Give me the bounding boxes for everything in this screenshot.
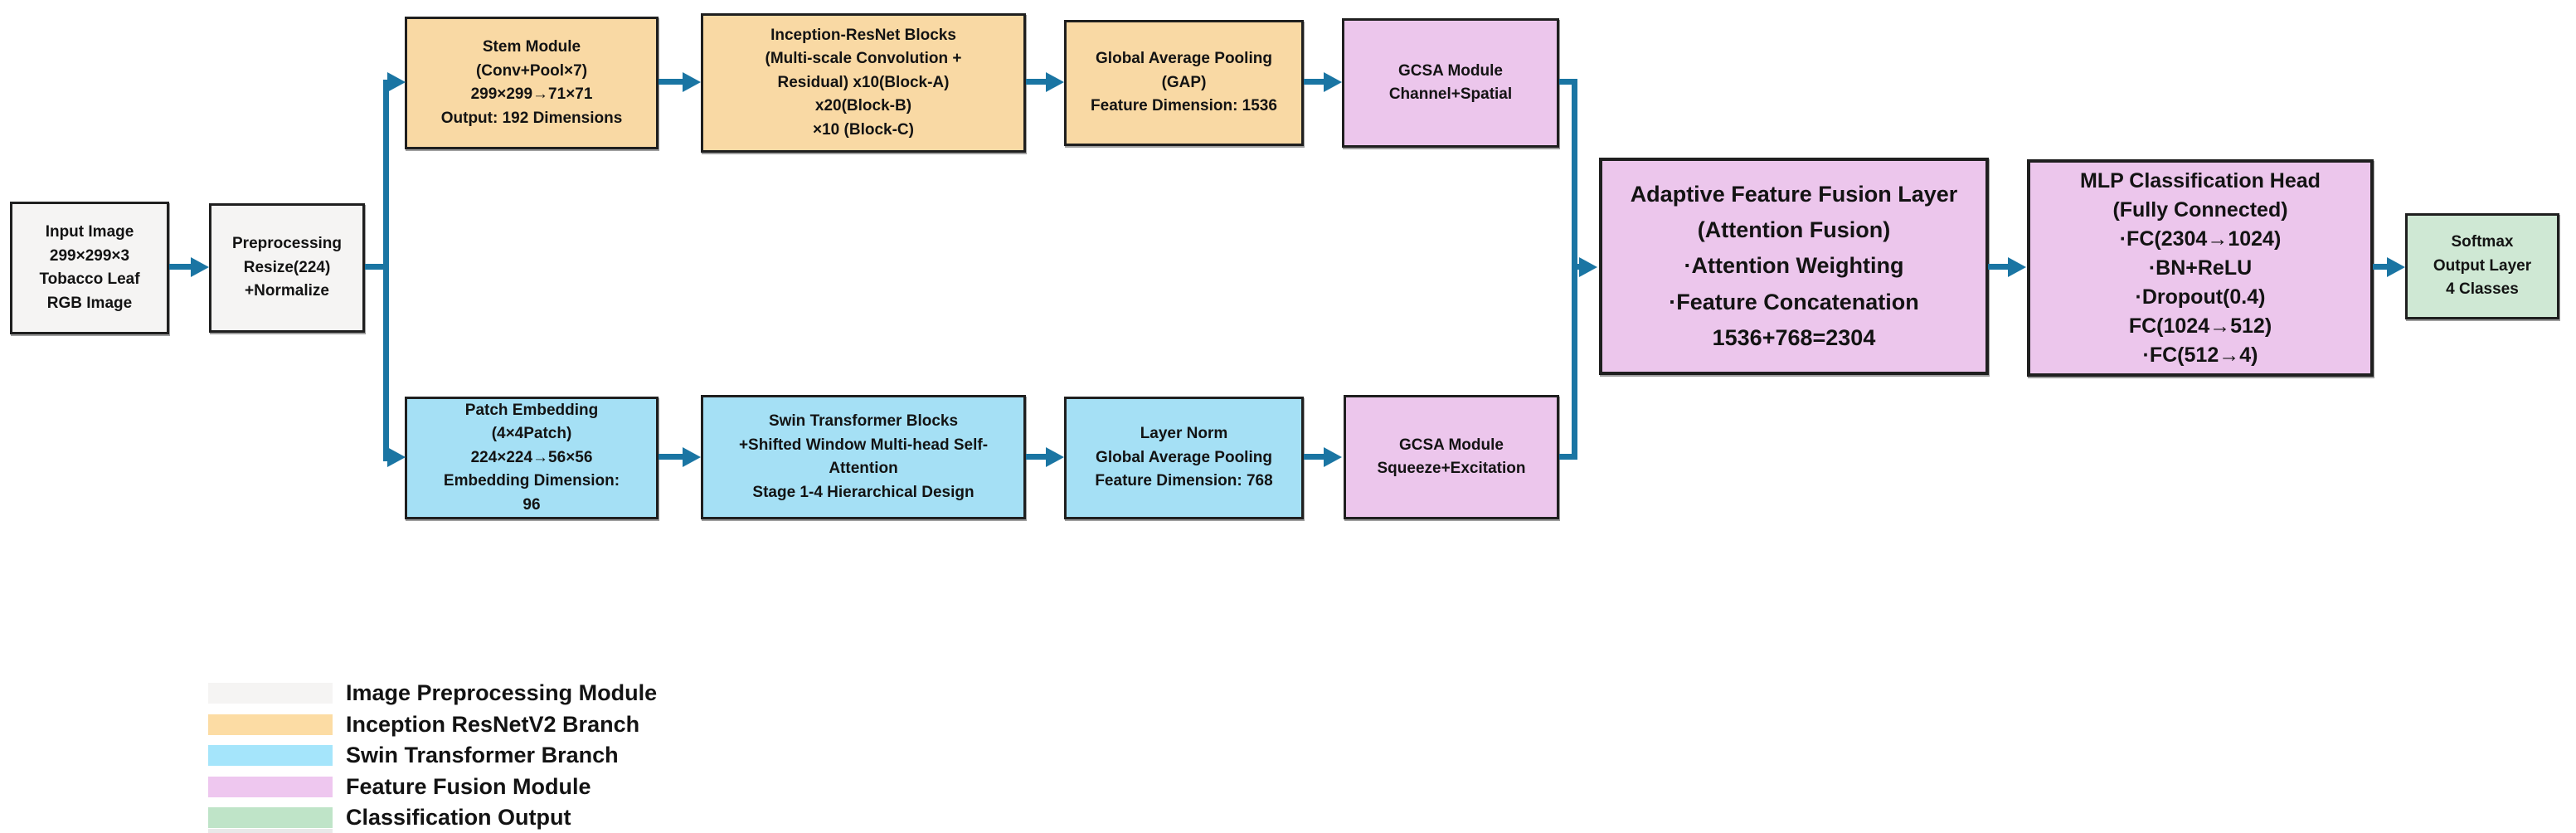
connector-swin-to-layernorm [1026, 454, 1048, 460]
arrowhead-into-softmax [2387, 257, 2405, 277]
arrowhead-into-patch-embedding [387, 447, 406, 467]
node-global-average-pooling: Global Average Pooling (GAP) Feature Dim… [1064, 20, 1304, 146]
legend-swatch-inception [208, 714, 333, 735]
legend-label-preprocessing: Image Preprocessing Module [346, 680, 658, 705]
legend-label-swin: Swin Transformer Branch [346, 743, 619, 767]
legend-item-preprocessing: Image Preprocessing Module [208, 680, 657, 706]
legend-item-classification: Classification Output [208, 805, 571, 831]
connector-inception-to-gap [1026, 79, 1048, 85]
connector-stem-to-inception [659, 79, 685, 85]
node-softmax-output: Softmax Output Layer 4 Classes [2405, 213, 2559, 319]
split-vertical-line [383, 80, 389, 461]
legend-label-inception: Inception ResNetV2 Branch [346, 712, 640, 737]
arrowhead-into-stem [387, 72, 406, 92]
connector-layernorm-to-gcsa-bottom [1304, 454, 1326, 460]
legend-item-swin: Swin Transformer Branch [208, 743, 619, 768]
node-stem-module: Stem Module (Conv+Pool×7) 299×299→71×71 … [405, 17, 659, 149]
connector-merge-to-fusion [1572, 264, 1582, 270]
node-adaptive-feature-fusion: Adaptive Feature Fusion Layer (Attention… [1599, 158, 1989, 375]
arrowhead-into-gcsa-bottom [1324, 447, 1342, 467]
legend-label-fusion: Feature Fusion Module [346, 774, 591, 799]
node-preprocessing: Preprocessing Resize(224) +Normalize [209, 203, 365, 333]
legend-swatch-swin [208, 745, 333, 766]
node-input-image: Input Image 299×299×3 Tobacco Leaf RGB I… [10, 202, 169, 334]
legend-item-inception: Inception ResNetV2 Branch [208, 712, 639, 738]
node-gcsa-channel-spatial: GCSA Module Channel+Spatial [1342, 18, 1559, 148]
arrowhead-into-inception [683, 72, 701, 92]
connector-input-to-preprocessing [169, 264, 194, 270]
connector-patch-to-swin [659, 454, 685, 460]
legend-swatch-preprocessing [208, 683, 333, 704]
arrowhead-into-mlp [2008, 257, 2026, 277]
node-swin-transformer-blocks: Swin Transformer Blocks +Shifted Window … [701, 395, 1026, 519]
connector-gcsa-bottom-to-merge [1559, 454, 1577, 460]
arrowhead-into-gap [1046, 72, 1064, 92]
arrowhead-into-fusion [1579, 257, 1597, 277]
legend-label-classification: Classification Output [346, 805, 571, 830]
connector-fusion-to-mlp [1988, 264, 2010, 270]
connector-mlp-to-softmax [2373, 264, 2389, 270]
connector-preprocessing-to-split [365, 264, 389, 270]
connector-gcsa-top-to-merge [1559, 79, 1577, 85]
legend-swatch-fusion [208, 777, 333, 797]
node-inception-resnet-blocks: Inception-ResNet Blocks (Multi-scale Con… [701, 13, 1026, 153]
node-layer-norm: Layer Norm Global Average Pooling Featur… [1064, 397, 1304, 519]
legend-swatch-classification [208, 807, 333, 828]
connector-gap-to-gcsa-top [1304, 79, 1326, 85]
arrowhead-into-layernorm [1046, 447, 1064, 467]
legend-swatch-partial-cutoff [208, 829, 333, 833]
arrowhead-into-gcsa-top [1324, 72, 1342, 92]
arrowhead-into-preprocessing [191, 257, 209, 277]
legend-item-fusion: Feature Fusion Module [208, 774, 591, 800]
node-gcsa-squeeze-excitation: GCSA Module Squeeze+Excitation [1344, 395, 1559, 519]
node-patch-embedding: Patch Embedding (4×4Patch) 224×224→56×56… [405, 397, 659, 519]
arrowhead-into-swin [683, 447, 701, 467]
node-mlp-classification-head: MLP Classification Head (Fully Connected… [2027, 159, 2374, 377]
